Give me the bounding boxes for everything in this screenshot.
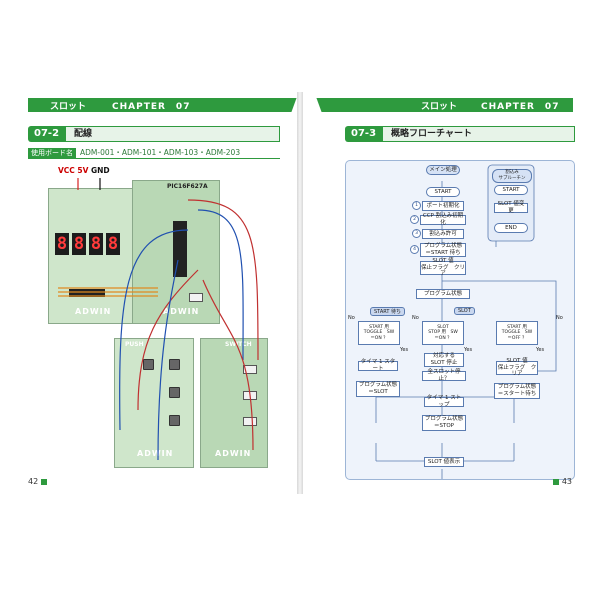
sub-slot-change: SLOT 値変更 [494, 201, 528, 214]
page-number: 42 [28, 477, 48, 486]
yes-label: Yes [464, 347, 473, 353]
seven-seg-digit: 8 [106, 233, 120, 255]
vcc-label: VCC 5V [58, 166, 89, 175]
boards-used-list: ADM-001・ADM-101・ADM-103・ADM-203 [80, 148, 241, 157]
left-page: スロット CHAPTER 07 07-2 配線 使用ボード名 ADM-001・A… [10, 92, 297, 494]
gnd-label: GND [91, 166, 110, 175]
adwin-logo: ADWIN [75, 307, 112, 316]
section-number: 07-2 [28, 126, 66, 142]
toggle-switch [243, 417, 257, 426]
boards-used-label: 使用ボード名 [28, 147, 76, 158]
section-heading: 07-3 概略フローチャート [345, 126, 575, 142]
step-timer-stop: タイマ 1 ストップ [424, 395, 464, 408]
pic-chip [173, 221, 187, 277]
push-button [169, 387, 180, 398]
chapter-bar: スロット CHAPTER 07 [316, 98, 573, 112]
no-label: No [412, 315, 419, 321]
branch-start-wait: START 待ち [370, 307, 406, 316]
book-spine [297, 92, 303, 494]
pic-board: PIC16F627A ADWIN [132, 180, 220, 324]
seven-seg-digit: 8 [89, 233, 103, 255]
switch-label: SWITCH [225, 341, 252, 348]
sub-routine-label: 割込み サブルーチン [492, 169, 532, 183]
step-state-start-wait: プログラム状態 ＝START 待ち [420, 243, 466, 257]
toggle-switch [243, 365, 257, 374]
step-stop-slot: 対応する SLOT 停止 [424, 353, 464, 367]
step-slot-flag-clear: SLOT 値 保止フラグ クリア [420, 258, 466, 278]
step-right-flag-clear: SLOT 値 保止フラグ クリア [496, 358, 538, 378]
seven-seg-digit: 8 [55, 233, 69, 255]
yes-label: Yes [536, 347, 545, 353]
flowchart: メイン処理 割込み サブルーチン START SLOT 値変更 END STAR… [345, 160, 575, 480]
page-marker [552, 478, 559, 485]
step-marker: 3 [412, 229, 421, 238]
push-board: PUSH ADWIN [114, 338, 194, 468]
seven-seg-digit: 8 [72, 233, 86, 255]
switch-board: SWITCH ADWIN [200, 338, 268, 468]
push-button [169, 359, 180, 370]
boards-used: 使用ボード名 ADM-001・ADM-101・ADM-103・ADM-203 [28, 147, 280, 159]
yes-label: Yes [400, 347, 409, 353]
main-routine-label: メイン処理 [426, 165, 460, 175]
main-start: START [426, 187, 460, 197]
chapter-section: スロット [421, 101, 458, 112]
decision-start-toggle-off: START 用 TOGGLE SW ＝OFF ？ [496, 321, 538, 345]
bar-tab [316, 98, 342, 112]
adwin-logo: ADWIN [137, 449, 174, 458]
chapter-label: CHAPTER 07 [112, 101, 191, 112]
bar-tab [271, 98, 297, 112]
step-state-start-wait-2: プログラム状態 ＝スタート待ち [494, 383, 540, 399]
decision-all-stopped: 全スロット停止？ [422, 369, 466, 382]
no-label: No [556, 315, 563, 321]
no-label: No [348, 315, 355, 321]
chapter-label: CHAPTER 07 [481, 101, 560, 112]
push-label: PUSH [125, 341, 144, 348]
step-ccp-init: CCP 割込み初期化 [420, 213, 466, 226]
step-state-stop: プログラム状態 ＝STOP [422, 415, 466, 431]
adwin-logo: ADWIN [215, 449, 252, 458]
step-marker: 1 [412, 201, 421, 210]
push-button [169, 415, 180, 426]
wiring-lines [58, 178, 259, 461]
push-button [143, 359, 154, 370]
step-marker: 2 [410, 215, 419, 224]
chapter-bar: スロット CHAPTER 07 [28, 98, 297, 112]
page-number-text: 42 [28, 477, 39, 486]
section-number: 07-3 [345, 126, 383, 142]
section-title: 配線 [65, 126, 280, 142]
display-board: 8 8 8 8 ADWIN [48, 188, 134, 324]
section-title: 概略フローチャート [382, 126, 575, 142]
step-slot-display: SLOT 値表示 [424, 457, 464, 467]
decision-slot-stop-on: SLOT STOP 用 SW ＝ON ？ [422, 321, 464, 345]
page-number-text: 43 [561, 477, 572, 486]
step-marker: 4 [410, 245, 419, 254]
adwin-logo: ADWIN [163, 307, 200, 316]
step-timer-start: タイマ 1 スタート [358, 359, 398, 372]
step-port-init: ポート初期化 [422, 201, 464, 211]
dip-switch [189, 293, 203, 302]
driver-chip [69, 289, 105, 297]
sub-start: START [494, 185, 528, 195]
section-heading: 07-2 配線 [28, 126, 280, 142]
step-state-slot: プログラム状態 ＝SLOT [356, 381, 400, 397]
wiring-diagram: VCC 5V GND 8 8 8 8 ADWIN PIC16F627A ADWI… [28, 160, 280, 480]
page-number: 43 [552, 477, 572, 486]
sub-end: END [494, 223, 528, 233]
branch-slot: SLOT [454, 307, 475, 315]
step-interrupt-enable: 割込み許可 [422, 229, 464, 239]
decision-start-toggle-on: START 用 TOGGLE SW ＝ON ？ [358, 321, 400, 345]
pic-label: PIC16F627A [167, 183, 208, 190]
page-marker [41, 478, 48, 485]
right-page: スロット CHAPTER 07 07-3 概略フローチャート [305, 92, 590, 494]
decision-program-state: プログラム状態 [416, 289, 470, 299]
chapter-section: スロット [50, 101, 87, 112]
